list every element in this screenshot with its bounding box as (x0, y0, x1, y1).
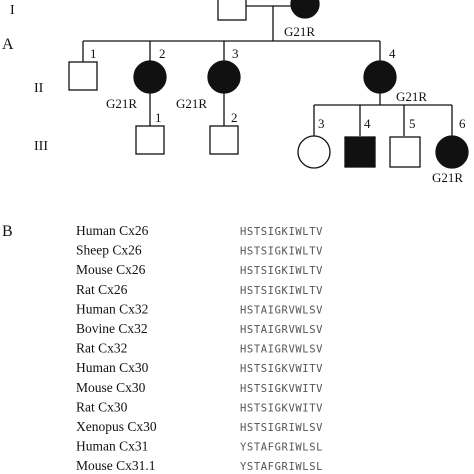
sequence-text: HSTSIGKVWITV (240, 383, 323, 395)
sequence-text: HSTAIGRVWLSV (240, 304, 323, 316)
gen3-number-3: 3 (318, 116, 325, 131)
sequence-text: YSTAFGRIWLSL (240, 442, 323, 454)
species-label: Human Cx32 (76, 301, 148, 316)
sequence-text: HSTSIGRIWLSV (240, 422, 323, 434)
sequence-text: HSTSIGKVWITV (240, 402, 323, 414)
pedigree-lines (82, 5, 453, 136)
species-label: Human Cx26 (76, 223, 149, 238)
sequence-text: HSTAIGRVWLSV (240, 344, 323, 356)
gen2-number-4: 4 (389, 46, 396, 61)
individual-iii-2-male (209, 125, 239, 155)
sequence-text: HSTSIGKIWLTV (240, 226, 323, 238)
panel-label-a: A (2, 36, 14, 53)
individual-iii-5-male (389, 136, 421, 168)
gen2-number-2: 2 (159, 46, 166, 61)
species-label: Mouse Cx30 (76, 380, 146, 395)
gen2-number-1: 1 (90, 46, 97, 61)
individual-ii-3-affected-female (207, 60, 241, 94)
mutation-label-ii-2: G21R (106, 96, 137, 111)
individual-iii-4-affected-male (344, 136, 376, 168)
species-label: Rat Cx30 (76, 399, 128, 414)
sequence-text: HSTSIGKIWLTV (240, 246, 323, 258)
generation-label-2: II (34, 81, 44, 96)
individual-iii-1-male (135, 125, 165, 155)
generation-label-1: I (10, 3, 15, 18)
species-label: Human Cx30 (76, 360, 149, 375)
mutation-label-ii-4: G21R (396, 89, 427, 104)
mutation-label-ii-3: G21R (176, 96, 207, 111)
species-label: Mouse Cx31.1 (76, 458, 156, 473)
gen3-number-5: 5 (409, 116, 416, 131)
species-label: Bovine Cx32 (76, 321, 148, 336)
sequence-text: YSTAFGRIWLSL (240, 461, 323, 473)
individual-iii-3-female (297, 135, 331, 169)
gen3-number-2: 2 (231, 110, 238, 125)
species-label: Rat Cx26 (76, 282, 128, 297)
gen2-number-3: 3 (232, 46, 239, 61)
generation-label-3: III (34, 139, 48, 154)
sequence-text: HSTSIGKVWITV (240, 363, 323, 375)
individual-iii-6-affected-female (435, 135, 469, 169)
individual-i-1-male (217, 0, 247, 21)
individual-ii-2-affected-female (133, 60, 167, 94)
sequence-text: HSTSIGKIWLTV (240, 285, 323, 297)
species-label: Human Cx31 (76, 439, 148, 454)
species-label: Rat Cx32 (76, 341, 127, 356)
individual-ii-1-male (68, 61, 98, 91)
individual-i-2-affected-female (290, 0, 320, 19)
sequence-text: HSTSIGKIWLTV (240, 265, 323, 277)
pedigree-symbols (68, 0, 469, 169)
mutation-label-i-2: G21R (284, 24, 315, 39)
gen3-number-1: 1 (155, 110, 162, 125)
mutation-label-iii-6: G21R (432, 170, 463, 185)
sequence-text: HSTAIGRVWLSV (240, 324, 323, 336)
individual-ii-4-affected-female (363, 60, 397, 94)
species-label: Mouse Cx26 (76, 262, 146, 277)
species-label: Xenopus Cx30 (76, 419, 157, 434)
gen3-number-6: 6 (459, 116, 466, 131)
gen3-number-4: 4 (364, 116, 371, 131)
panel-label-b: B (2, 223, 13, 240)
species-label: Sheep Cx26 (76, 243, 142, 258)
